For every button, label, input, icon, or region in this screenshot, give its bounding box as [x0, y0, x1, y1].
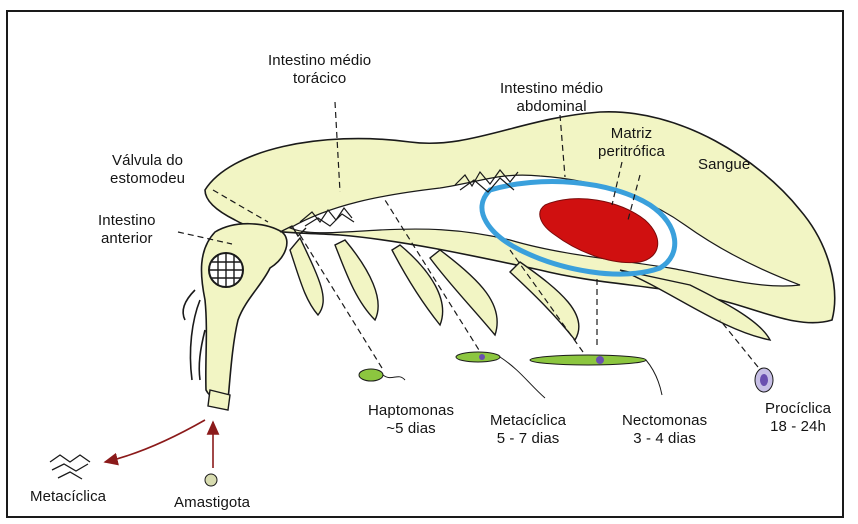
label-blood: Sangue — [698, 156, 750, 174]
label-amastigote: Amastigota — [174, 494, 250, 512]
procyclic-form — [755, 368, 773, 392]
label-nectomonas: Nectomonas 3 - 4 dias — [622, 412, 707, 448]
label-metacyclic: Metacíclica — [30, 488, 106, 506]
arrow-to-metacyclic — [105, 420, 205, 462]
label-procyclic: Procíclica 18 - 24h — [765, 400, 831, 436]
metacyclic-cluster-form — [50, 455, 90, 479]
insect-head — [201, 224, 286, 401]
antennae — [183, 290, 205, 380]
label-stomodeal-valve: Válvula do estomodeu — [110, 152, 185, 188]
label-peritrophic-matrix: Matriz peritrófica — [598, 125, 665, 161]
label-midgut-abdominal: Intestino médio abdominal — [500, 80, 603, 116]
haptomonas-form — [359, 369, 405, 381]
label-midgut-thoracic: Intestino médio torácico — [268, 52, 371, 88]
label-foregut: Intestino anterior — [98, 212, 156, 248]
label-metacyclic-stage: Metacíclica 5 - 7 dias — [490, 412, 566, 448]
amastigote-form — [205, 474, 217, 486]
nectomonas-form — [530, 355, 662, 395]
label-haptomonas: Haptomonas ~5 dias — [368, 402, 454, 438]
